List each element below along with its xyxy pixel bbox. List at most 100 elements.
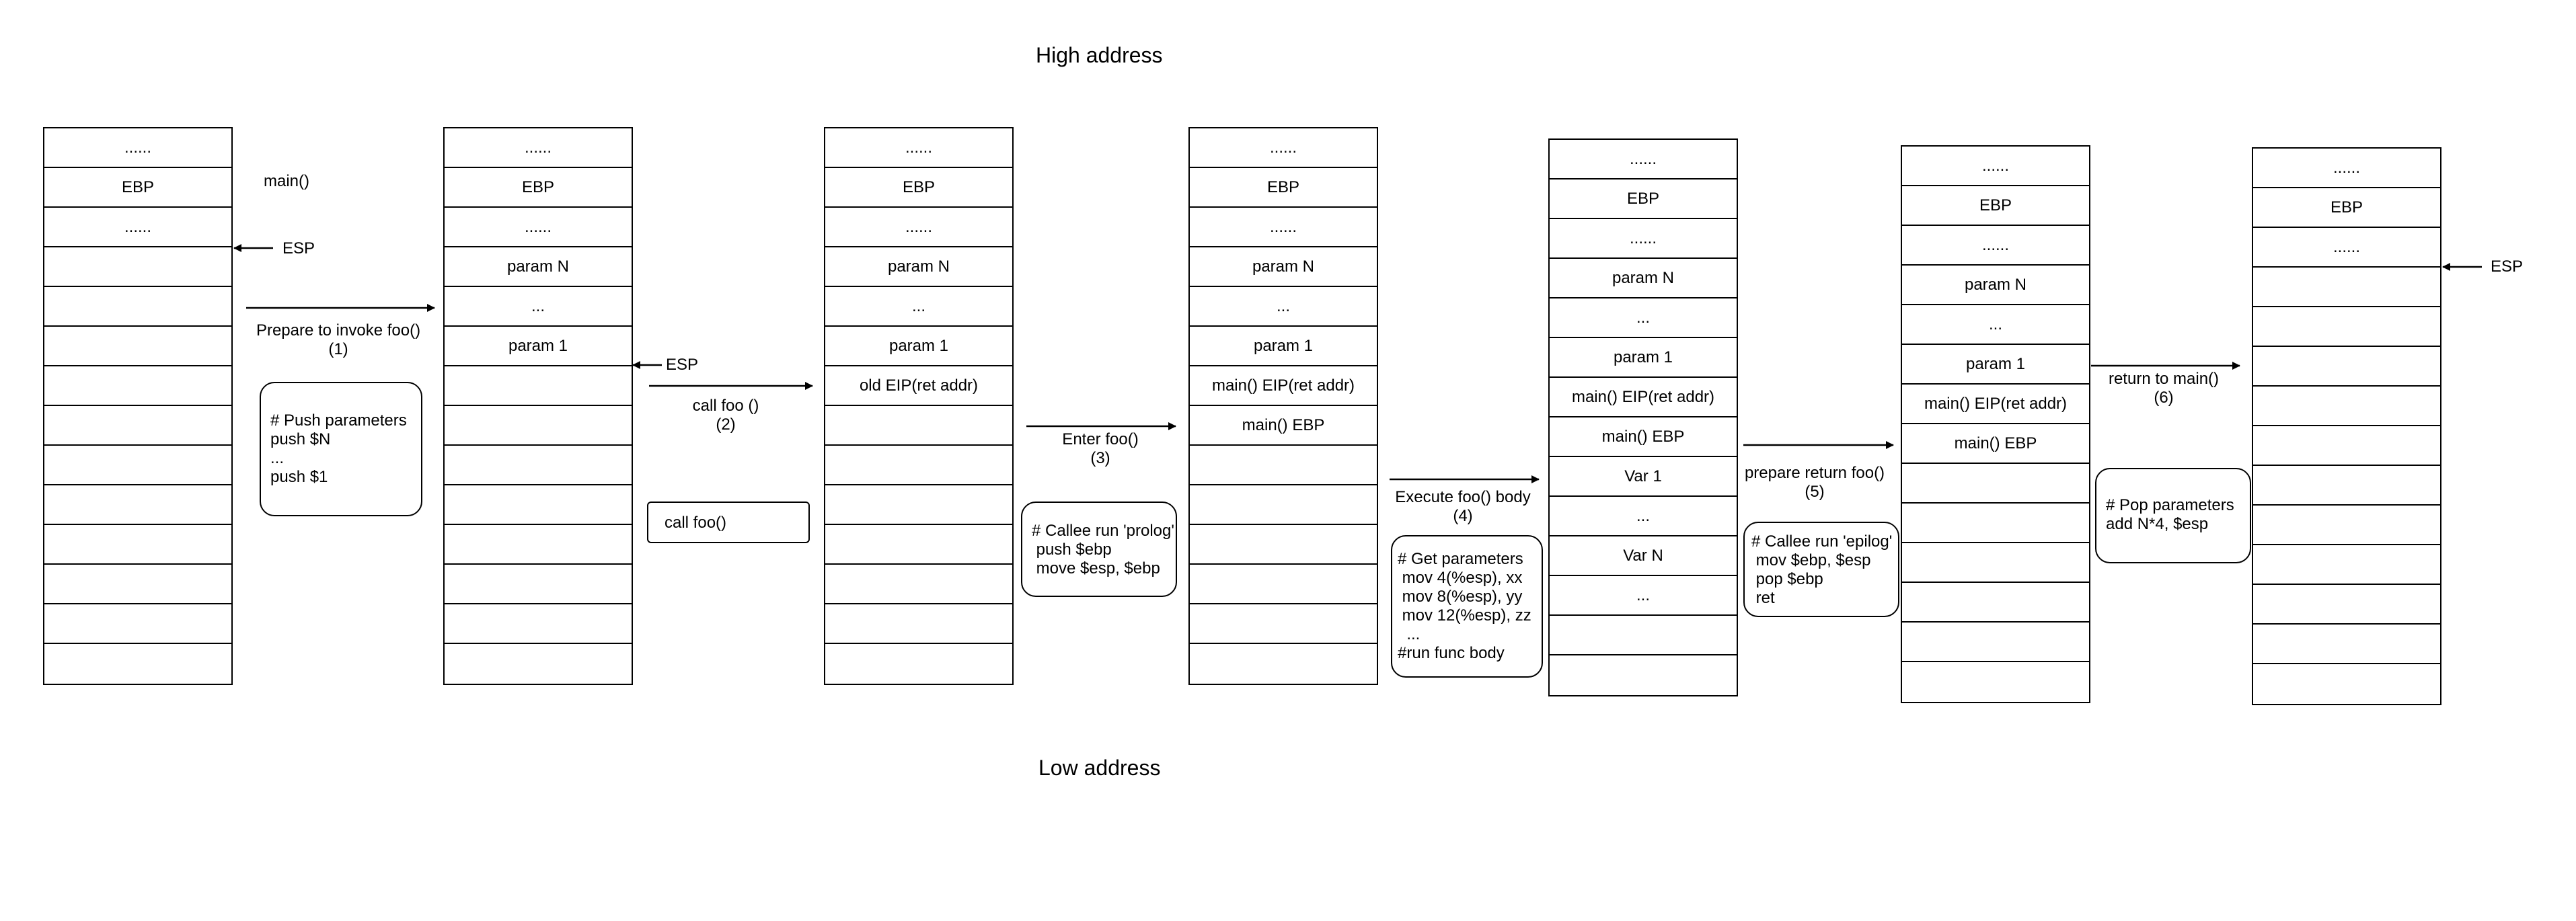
stack-cell	[44, 366, 231, 406]
note-line: ...	[270, 449, 285, 467]
stack-cell: ......	[2253, 149, 2440, 188]
step-label-2: call foo () (2)	[693, 397, 759, 434]
stack-cell: ......	[825, 208, 1012, 247]
stack-cell: param 1	[1550, 338, 1737, 378]
note-line: push $ebp	[1032, 540, 1112, 559]
stack-cell: EBP	[825, 168, 1012, 208]
note-line: mov 4(%esp), xx	[1398, 569, 1523, 587]
stack-cell	[2253, 545, 2440, 585]
stack-cell	[2253, 307, 2440, 347]
stack-cell: main() EIP(ret addr)	[1550, 378, 1737, 417]
stack-frame-7: ......EBP......	[2252, 147, 2441, 705]
stack-cell	[1190, 565, 1377, 604]
stack-cell	[2253, 347, 2440, 387]
step-label-6: return to main() (6)	[2109, 370, 2219, 407]
stack-cell: ...	[1190, 287, 1377, 327]
note-callee-prolog: # Callee run 'prolog' push $ebp move $es…	[1021, 502, 1177, 597]
stack-cell: EBP	[1550, 179, 1737, 219]
stack-cell: param N	[1550, 259, 1737, 298]
stack-cell: old EIP(ret addr)	[825, 366, 1012, 406]
note-line: # Callee run 'prolog'	[1032, 522, 1174, 540]
stack-cell	[2253, 466, 2440, 506]
step-label-3: Enter foo() (3)	[1062, 430, 1138, 468]
note-line: ret	[1751, 589, 1775, 607]
stack-cell: param N	[1902, 266, 2089, 305]
stack-cell: param 1	[1902, 345, 2089, 385]
step-label-1: Prepare to invoke foo() (1)	[256, 321, 420, 359]
stack-cell: EBP	[1902, 186, 2089, 226]
stack-cell: ......	[445, 128, 632, 168]
stack-cell: Var 1	[1550, 457, 1737, 497]
high-address-label: High address	[1036, 43, 1163, 67]
note-line: # Callee run 'epilog'	[1751, 532, 1893, 551]
stack-cell: ......	[1190, 208, 1377, 247]
stack-cell: param 1	[1190, 327, 1377, 366]
esp-label: ESP	[2491, 257, 2524, 276]
stack-cell: param N	[445, 247, 632, 287]
note-line: # Pop parameters	[2106, 496, 2234, 514]
stack-cell	[1190, 446, 1377, 485]
stack-cell	[44, 287, 231, 327]
stack-cell	[44, 565, 231, 604]
note-line: #run func body	[1398, 644, 1505, 662]
stack-cell	[825, 406, 1012, 446]
stack-cell: main() EIP(ret addr)	[1902, 385, 2089, 424]
stack-cell: main() EIP(ret addr)	[1190, 366, 1377, 406]
note-line: # Get parameters	[1398, 550, 1523, 568]
stack-cell: param 1	[445, 327, 632, 366]
stack-cell: ......	[1902, 147, 2089, 186]
stack-cell	[445, 525, 632, 565]
stack-cell: main() EBP	[1902, 424, 2089, 464]
stack-cell: EBP	[445, 168, 632, 208]
stack-cell: ......	[1190, 128, 1377, 168]
stack-frame-2: ......EBP......param N...param 1	[443, 127, 633, 685]
stack-cell	[44, 485, 231, 525]
stack-cell: ......	[1550, 219, 1737, 259]
stack-cell: ...	[1550, 576, 1737, 616]
stack-cell: ...	[825, 287, 1012, 327]
main-function-label: main()	[264, 172, 310, 190]
note-push-parameters: # Push parameters push $N ... push $1	[260, 382, 422, 516]
stack-cell: ......	[1902, 226, 2089, 266]
note-get-parameters: # Get parameters mov 4(%esp), xx mov 8(%…	[1391, 535, 1543, 678]
stack-cell	[1190, 485, 1377, 525]
step-title: return to main()	[2108, 370, 2220, 388]
esp-label: ESP	[666, 356, 699, 374]
stack-cell	[2253, 426, 2440, 466]
step-label-4: Execute foo() body (4)	[1395, 488, 1530, 526]
stack-cell	[825, 565, 1012, 604]
stack-cell	[1902, 623, 2089, 662]
stack-cell: main() EBP	[1190, 406, 1377, 446]
step-title: prepare return foo()	[1744, 464, 1885, 482]
note-line: pop $ebp	[1751, 570, 1823, 588]
note-line: mov 8(%esp), yy	[1398, 588, 1523, 606]
note-line: mov $ebp, $esp	[1751, 551, 1871, 569]
stack-cell	[1902, 464, 2089, 504]
stack-cell	[445, 446, 632, 485]
stack-cell	[445, 366, 632, 406]
stack-cell: ...	[445, 287, 632, 327]
step-number: (5)	[1805, 483, 1825, 501]
step-number: (4)	[1453, 507, 1473, 525]
stack-cell	[825, 525, 1012, 565]
stack-cell	[1190, 604, 1377, 644]
step-number: (6)	[2154, 389, 2174, 407]
note-line: move $esp, $ebp	[1032, 559, 1160, 577]
stack-cell: ......	[825, 128, 1012, 168]
stack-cell	[825, 446, 1012, 485]
stack-cell	[2253, 585, 2440, 625]
stack-cell: param N	[825, 247, 1012, 287]
stack-cell	[44, 446, 231, 485]
note-line: push $N	[270, 430, 331, 448]
note-line: ...	[1398, 625, 1420, 643]
stack-cell: EBP	[1190, 168, 1377, 208]
stack-cell	[44, 525, 231, 565]
stack-cell	[2253, 625, 2440, 664]
stack-cell	[445, 485, 632, 525]
step-title: call foo ()	[692, 397, 759, 415]
